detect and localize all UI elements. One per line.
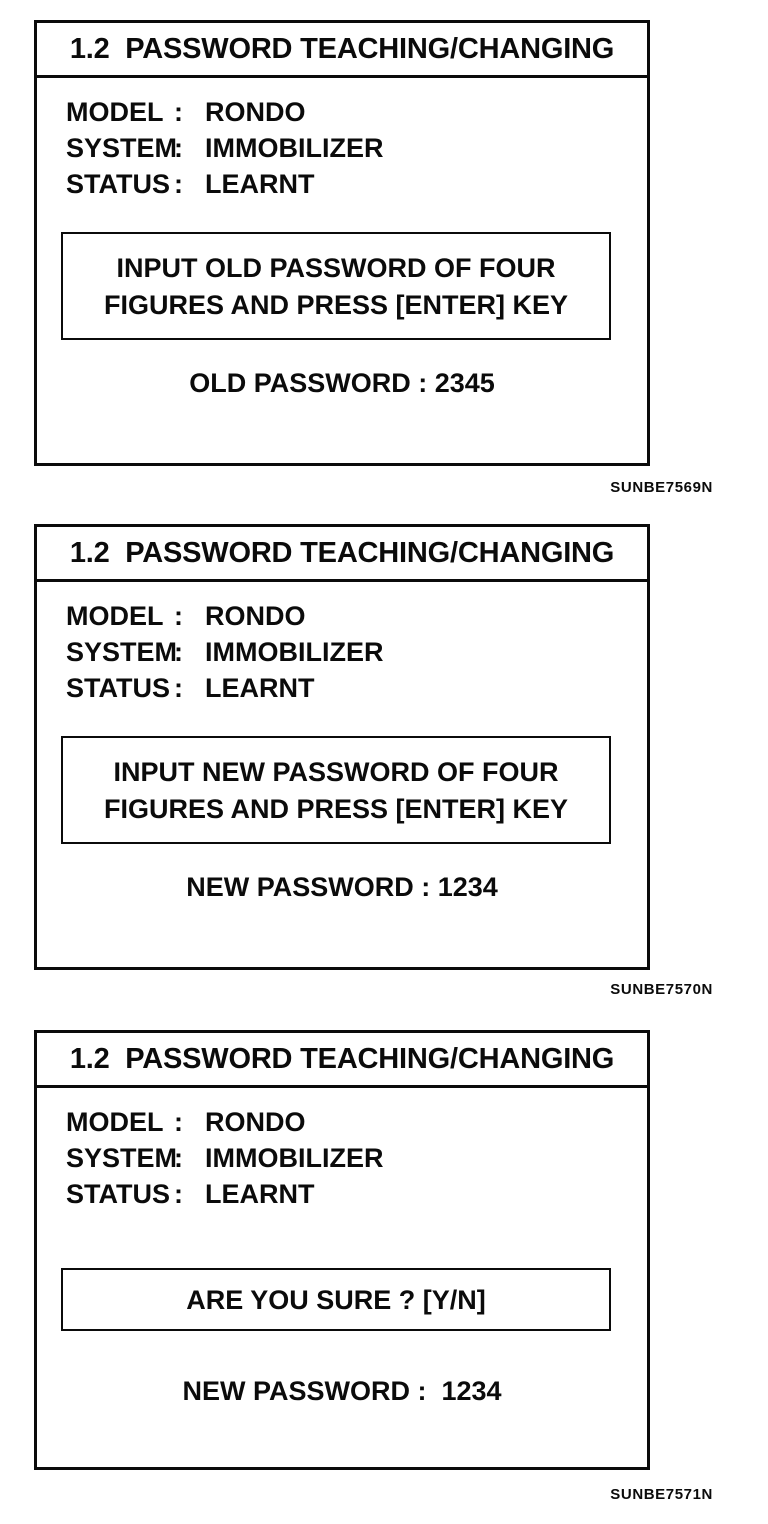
- screen-title-bar: 1.2 PASSWORD TEACHING/CHANGING: [37, 527, 647, 582]
- prompt-line-2: FIGURES AND PRESS [ENTER] KEY: [103, 290, 569, 320]
- model-value: RONDO: [205, 601, 306, 631]
- system-label: SYSTEM: [66, 637, 178, 667]
- new-password-entry: NEW PASSWORD : 1234: [186, 872, 498, 902]
- model-value: RONDO: [205, 1107, 306, 1137]
- info-row-system: SYSTEM : IMMOBILIZER: [66, 130, 647, 166]
- system-value: IMMOBILIZER: [205, 637, 384, 667]
- model-colon: :: [174, 1107, 183, 1137]
- new-password-entry: NEW PASSWORD : 1234: [182, 1376, 502, 1406]
- screen-title: 1.2 PASSWORD TEACHING/CHANGING: [69, 536, 615, 569]
- model-label: MODEL: [66, 97, 164, 127]
- prompt-line-2: FIGURES AND PRESS [ENTER] KEY: [103, 794, 569, 824]
- info-row-system: SYSTEM : IMMOBILIZER: [66, 1140, 647, 1176]
- status-value: LEARNT: [205, 673, 315, 703]
- status-colon: :: [174, 673, 183, 703]
- system-colon: :: [174, 133, 183, 163]
- scan-tool-screen-new-password: 1.2 PASSWORD TEACHING/CHANGING MODEL : R…: [34, 524, 650, 970]
- info-row-status: STATUS : LEARNT: [66, 670, 647, 706]
- status-label: STATUS: [66, 1179, 170, 1209]
- status-value: LEARNT: [205, 169, 315, 199]
- system-value: IMMOBILIZER: [205, 1143, 384, 1173]
- prompt-line-1: INPUT NEW PASSWORD OF FOUR: [113, 757, 559, 787]
- scan-tool-screen-old-password: 1.2 PASSWORD TEACHING/CHANGING MODEL : R…: [34, 20, 650, 466]
- system-label: SYSTEM: [66, 133, 178, 163]
- system-colon: :: [174, 1143, 183, 1173]
- screen-body: MODEL : RONDO SYSTEM : IMMOBILIZER STATU…: [37, 1088, 647, 1409]
- model-value: RONDO: [205, 97, 306, 127]
- model-label: MODEL: [66, 601, 164, 631]
- system-value: IMMOBILIZER: [205, 133, 384, 163]
- prompt-box: INPUT NEW PASSWORD OF FOUR FIGURES AND P…: [61, 736, 611, 844]
- model-colon: :: [174, 601, 183, 631]
- status-value: LEARNT: [205, 1179, 315, 1209]
- figure-caption: SUNBE7570N: [610, 981, 713, 998]
- figure-caption: SUNBE7569N: [610, 479, 713, 496]
- info-row-model: MODEL : RONDO: [66, 94, 647, 130]
- prompt-line-1: INPUT OLD PASSWORD OF FOUR: [116, 253, 556, 283]
- old-password-entry: OLD PASSWORD : 2345: [189, 368, 495, 398]
- vehicle-info: MODEL : RONDO SYSTEM : IMMOBILIZER STATU…: [66, 598, 647, 706]
- status-label: STATUS: [66, 673, 170, 703]
- info-row-status: STATUS : LEARNT: [66, 1176, 647, 1212]
- vehicle-info: MODEL : RONDO SYSTEM : IMMOBILIZER STATU…: [66, 94, 647, 202]
- prompt-line-1: ARE YOU SURE ? [Y/N]: [186, 1285, 486, 1315]
- status-colon: :: [174, 1179, 183, 1209]
- info-row-system: SYSTEM : IMMOBILIZER: [66, 634, 647, 670]
- figure-caption: SUNBE7571N: [610, 1486, 713, 1503]
- screen-title-bar: 1.2 PASSWORD TEACHING/CHANGING: [37, 23, 647, 78]
- status-label: STATUS: [66, 169, 170, 199]
- model-label: MODEL: [66, 1107, 164, 1137]
- screen-body: MODEL : RONDO SYSTEM : IMMOBILIZER STATU…: [37, 78, 647, 401]
- status-colon: :: [174, 169, 183, 199]
- info-row-model: MODEL : RONDO: [66, 598, 647, 634]
- scan-tool-screen-confirm: 1.2 PASSWORD TEACHING/CHANGING MODEL : R…: [34, 1030, 650, 1470]
- system-label: SYSTEM: [66, 1143, 178, 1173]
- screen-title-bar: 1.2 PASSWORD TEACHING/CHANGING: [37, 1033, 647, 1088]
- info-row-status: STATUS : LEARNT: [66, 166, 647, 202]
- confirm-prompt-box: ARE YOU SURE ? [Y/N]: [61, 1268, 611, 1331]
- system-colon: :: [174, 637, 183, 667]
- screen-title: 1.2 PASSWORD TEACHING/CHANGING: [69, 32, 615, 65]
- info-row-model: MODEL : RONDO: [66, 1104, 647, 1140]
- prompt-box: INPUT OLD PASSWORD OF FOUR FIGURES AND P…: [61, 232, 611, 340]
- screen-body: MODEL : RONDO SYSTEM : IMMOBILIZER STATU…: [37, 582, 647, 905]
- model-colon: :: [174, 97, 183, 127]
- screen-title: 1.2 PASSWORD TEACHING/CHANGING: [69, 1042, 615, 1075]
- vehicle-info: MODEL : RONDO SYSTEM : IMMOBILIZER STATU…: [66, 1104, 647, 1212]
